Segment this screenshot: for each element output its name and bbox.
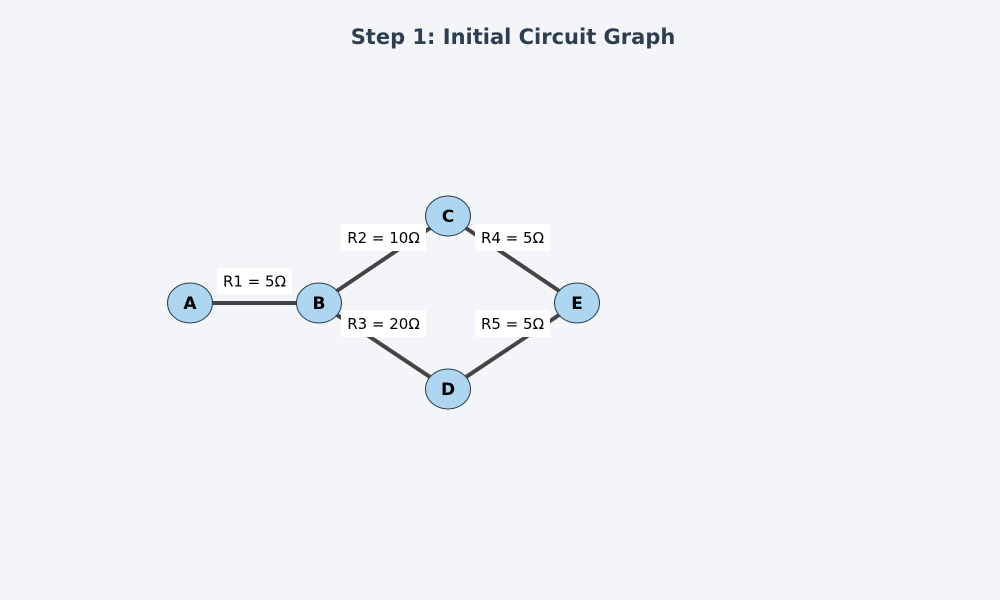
edge-label-r3-text: R3 = 20Ω — [347, 315, 420, 333]
edge-label-r2-text: R2 = 10Ω — [347, 229, 420, 247]
edge-label-r5: R5 = 5Ω — [475, 310, 550, 337]
diagram-title: Step 1: Initial Circuit Graph — [351, 25, 676, 49]
node-d: D — [425, 368, 471, 410]
edge-label-r4-text: R4 = 5Ω — [481, 229, 544, 247]
node-a-label: A — [183, 294, 197, 314]
node-b-label: B — [313, 294, 326, 314]
edge-label-r2: R2 = 10Ω — [341, 224, 426, 251]
node-b: B — [296, 282, 342, 324]
edge-r4 — [446, 214, 579, 305]
edge-r2 — [317, 214, 450, 305]
node-e-label: E — [571, 294, 583, 314]
edge-label-r1-text: R1 = 5Ω — [223, 273, 286, 291]
node-a: A — [167, 282, 213, 324]
node-e: E — [554, 282, 600, 324]
edge-label-r4: R4 = 5Ω — [475, 224, 550, 251]
edge-r5 — [446, 301, 579, 391]
node-d-label: D — [441, 380, 455, 400]
node-c-label: C — [442, 207, 454, 227]
nodes-layer: A B C D E — [167, 195, 600, 410]
edge-label-r1: R1 = 5Ω — [217, 268, 292, 294]
edge-labels-layer: R1 = 5Ω R2 = 10Ω R3 = 20Ω R4 = 5Ω R5 = 5… — [217, 224, 550, 337]
edge-label-r3: R3 = 20Ω — [341, 310, 426, 337]
node-c: C — [425, 195, 471, 237]
edge-r3 — [317, 301, 450, 391]
edge-label-r5-text: R5 = 5Ω — [481, 315, 544, 333]
